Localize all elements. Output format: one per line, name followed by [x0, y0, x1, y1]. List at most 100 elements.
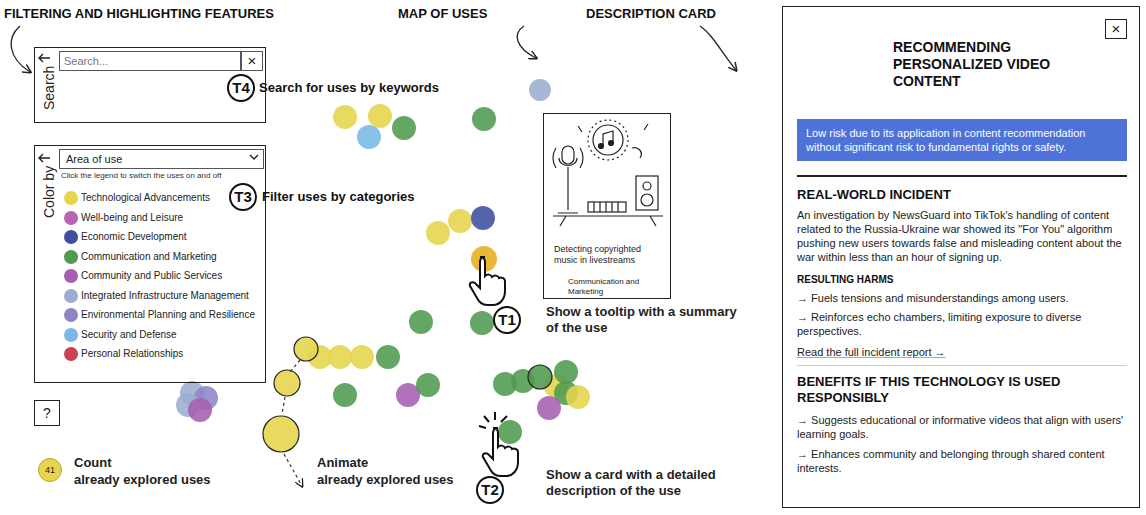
node-text: Low risk due to its application in conte…: [806, 126, 1118, 154]
use-dot: [368, 104, 392, 128]
legend-row: Personal Relationships: [64, 347, 259, 360]
node-text: Area of use: [66, 152, 122, 166]
node-text: Search...: [64, 54, 108, 68]
use-dot: [409, 310, 433, 334]
color-panel: Color by Click the legend to switch the u…: [34, 145, 266, 383]
use-dot: [357, 125, 381, 149]
node-text: → Suggests educational or informative vi…: [797, 413, 1132, 441]
close-button: ×: [1105, 19, 1127, 39]
legend-text: Integrated Infrastructure Management: [81, 289, 259, 302]
legend-row: Security and Defense: [64, 328, 259, 341]
legend-swatch: [64, 211, 78, 225]
annotation-label: Animate: [317, 455, 368, 471]
node-text: Search: [41, 66, 57, 110]
legend-text: Personal Relationships: [81, 347, 259, 360]
pointer-arrows: [11, 26, 736, 72]
legend-swatch: [64, 269, 78, 283]
use-dot: [416, 373, 440, 397]
divider-line: [797, 175, 1127, 177]
node-text: T3: [234, 189, 252, 205]
callout-number: T2: [476, 476, 504, 504]
legend-row: Community and Public Services: [64, 269, 259, 282]
annotation-label: Show a card with a detailed description …: [546, 467, 761, 499]
use-dot: [333, 105, 357, 129]
callout-number: T4: [227, 74, 255, 102]
node-text: An investigation by NewsGuard into TikTo…: [797, 208, 1132, 264]
node-text: T4: [232, 80, 250, 96]
node-text: T1: [498, 312, 516, 328]
annotation-label: already explored uses: [74, 472, 211, 488]
tooltip-illustration: [553, 120, 663, 226]
annotation-label: DESCRIPTION CARD: [586, 6, 716, 22]
node-text: Click the legend to switch the uses on a…: [61, 171, 261, 181]
legend-text: Security and Defense: [81, 328, 259, 341]
tooltip-card: Detecting copyrighted music in livestrea…: [543, 113, 671, 299]
node-text: 41: [45, 465, 55, 475]
use-dot: [470, 311, 494, 335]
node-text: Detecting copyrighted music in livestrea…: [554, 244, 664, 266]
node-text: ×: [248, 53, 257, 69]
node-text: → Fuels tensions and misunderstandings a…: [797, 291, 1132, 305]
legend-swatch: [64, 347, 78, 361]
use-dot: [528, 365, 552, 389]
legend-swatch: [64, 289, 78, 303]
legend-row: Environmental Planning and Resilience: [64, 308, 259, 321]
use-dot: [554, 360, 578, 384]
callout-number: T3: [229, 183, 257, 211]
search-input: Search...: [59, 51, 241, 71]
node-text: → Reinforces echo chambers, limiting exp…: [797, 310, 1132, 338]
help-button: ?: [34, 400, 60, 426]
legend-swatch: [64, 328, 78, 342]
description-card: RECOMMENDING PERSONALIZED VIDEO CONTENT R…: [782, 6, 1140, 508]
legend-row: Economic Development: [64, 230, 259, 243]
use-dot: [426, 221, 450, 245]
use-dot: [350, 345, 374, 369]
node-text: Color by: [41, 166, 57, 218]
category-dropdown: Area of use: [59, 149, 264, 169]
node-text: RECOMMENDING PERSONALIZED VIDEO CONTENT: [893, 39, 1098, 90]
animation-trail: [282, 360, 302, 486]
use-dot: [498, 420, 522, 444]
use-dot: [294, 337, 318, 361]
use-dot: [274, 370, 300, 396]
use-dot: [448, 209, 472, 233]
use-dot: [333, 383, 357, 407]
node-text: BENEFITS IF THIS TECHNOLOGY IS USED RESP…: [797, 374, 1132, 406]
legend-row: Well-being and Leisure: [64, 211, 259, 224]
node-text: T2: [481, 482, 499, 498]
node-text: Read the full incident report →: [797, 345, 1132, 359]
annotation-label: already explored uses: [317, 472, 454, 488]
annotation-label: FILTERING AND HIGHLIGHTING FEATURES: [4, 6, 274, 22]
use-dot: [529, 79, 551, 101]
annotation-label: Count: [74, 455, 112, 471]
node-text: RESULTING HARMS: [797, 273, 1132, 286]
node-text: REAL-WORLD INCIDENT: [797, 187, 1132, 203]
annotation-label: Filter uses by categories: [262, 189, 414, 205]
use-dot: [328, 345, 352, 369]
legend-swatch: [64, 230, 78, 244]
legend-text: Communication and Marketing: [81, 250, 259, 263]
use-dots: [176, 79, 590, 452]
legend-swatch: [64, 191, 78, 205]
annotation-label: MAP OF USES: [398, 6, 487, 22]
use-dot: [472, 107, 496, 131]
node-text: ?: [43, 405, 51, 421]
use-dot: [263, 416, 299, 452]
annotation-label: Show a tooltip with a summary of the use: [546, 304, 751, 336]
use-dot: [188, 398, 212, 422]
divider-line: [797, 365, 1127, 366]
pointer-hands: [470, 257, 518, 476]
legend-text: Economic Development: [81, 230, 259, 243]
use-dot: [537, 396, 561, 420]
node-text: → Enhances community and belonging throu…: [797, 447, 1132, 475]
clear-button: ×: [241, 51, 263, 71]
legend-row: Integrated Infrastructure Management: [64, 289, 259, 302]
risk-banner: Low risk due to its application in conte…: [797, 119, 1127, 161]
legend-swatch: [64, 308, 78, 322]
legend-text: Environmental Planning and Resilience: [81, 308, 259, 321]
annotation-label: Search for uses by keywords: [259, 80, 439, 96]
node-text: Communication and Marketing: [568, 277, 666, 297]
legend-text: Well-being and Leisure: [81, 211, 259, 224]
use-dot: [392, 116, 416, 140]
callout-number: T1: [493, 306, 521, 334]
